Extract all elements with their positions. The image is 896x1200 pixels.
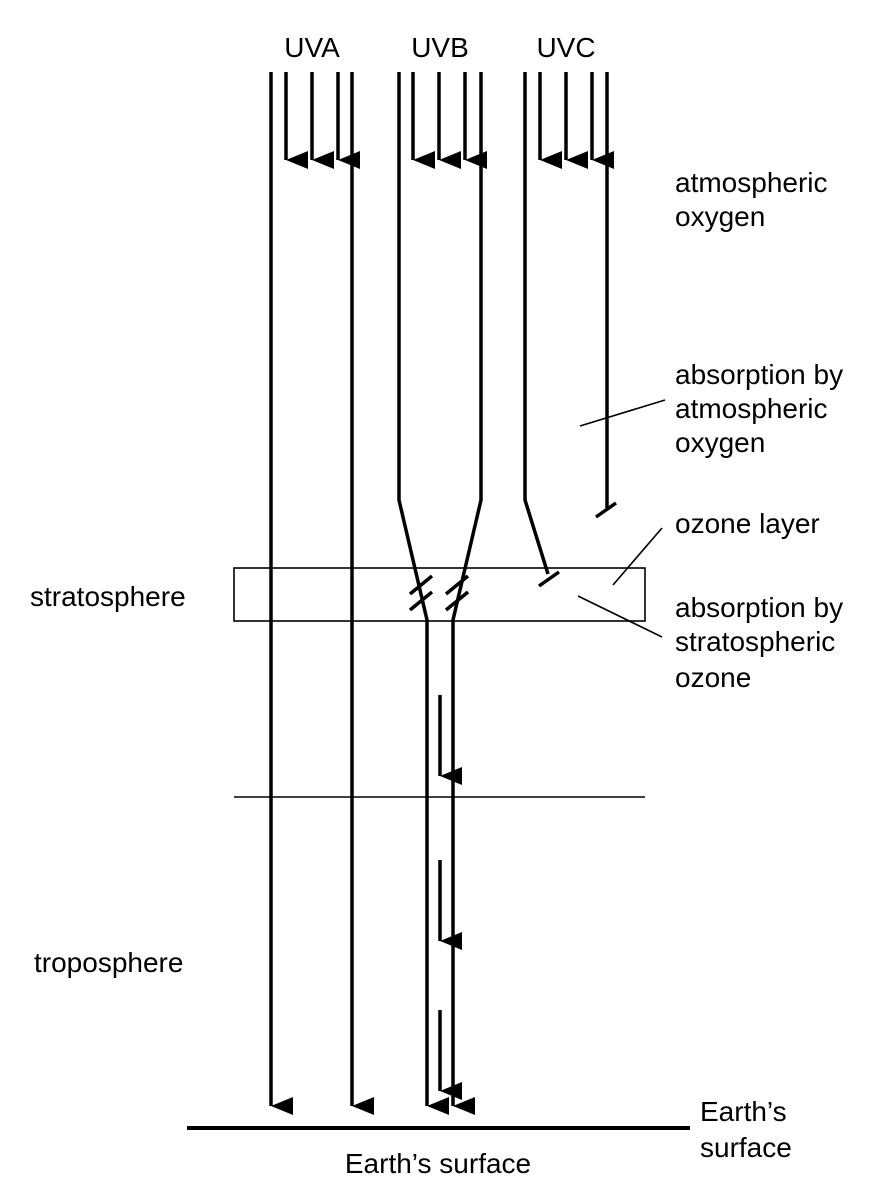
leader-absorption-oxygen bbox=[579, 399, 666, 427]
uvb-beam bbox=[397, 72, 487, 1115]
troposphere-label: troposphere bbox=[34, 947, 183, 978]
uvc-beam bbox=[523, 72, 618, 588]
earth-surface-label: Earth’s surface bbox=[345, 1148, 531, 1179]
uva-beam bbox=[269, 72, 374, 1115]
annotation-ozone-layer: ozone layer bbox=[675, 508, 820, 539]
svg-text:Earth’s: Earth’s bbox=[700, 1096, 787, 1127]
ozone-layer-box bbox=[233, 567, 646, 622]
leader-ozone-layer bbox=[612, 527, 663, 586]
uvc-label: UVC bbox=[536, 32, 595, 63]
svg-text:stratospheric: stratospheric bbox=[675, 626, 835, 657]
svg-text:ozone: ozone bbox=[675, 662, 751, 693]
svg-text:atmospheric: atmospheric bbox=[675, 393, 828, 424]
svg-text:surface: surface bbox=[700, 1132, 792, 1163]
annotation-absorption-oxygen: absorption by atmospheric oxygen bbox=[675, 359, 843, 458]
annotation-absorption-ozone: absorption by stratospheric ozone bbox=[675, 592, 843, 693]
annotation-earths-surface: Earth’s surface bbox=[700, 1096, 792, 1163]
svg-text:absorption by: absorption by bbox=[675, 359, 843, 390]
leader-absorption-ozone bbox=[577, 595, 663, 638]
svg-text:oxygen: oxygen bbox=[675, 201, 765, 232]
svg-text:absorption by: absorption by bbox=[675, 592, 843, 623]
stratosphere-label: stratosphere bbox=[30, 581, 186, 612]
svg-text:atmospheric: atmospheric bbox=[675, 167, 828, 198]
svg-text:oxygen: oxygen bbox=[675, 427, 765, 458]
uva-label: UVA bbox=[284, 32, 340, 63]
annotation-atmospheric-oxygen: atmospheric oxygen bbox=[675, 167, 828, 232]
uvb-label: UVB bbox=[411, 32, 469, 63]
